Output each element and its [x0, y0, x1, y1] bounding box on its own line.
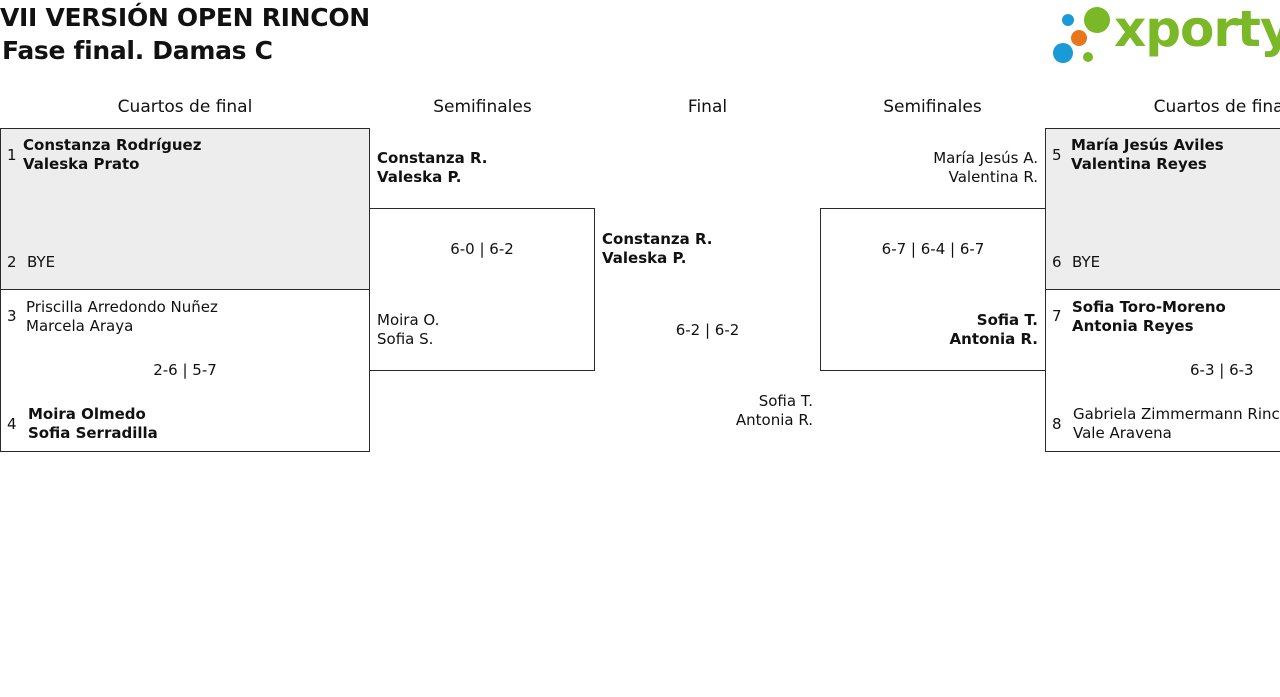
player-name: Moira Olmedo [28, 405, 146, 423]
player-name: María Jesús Aviles [1071, 136, 1224, 154]
seed-number: 4 [7, 415, 17, 433]
seed-number: 5 [1052, 146, 1062, 164]
final-score: 6-2 | 6-2 [675, 321, 740, 339]
seed-number: 7 [1052, 307, 1062, 325]
match-score: 6-7 | 6-4 | 6-7 [881, 240, 985, 258]
player-name: María Jesús A. [933, 149, 1038, 167]
right-qf-match-1[interactable] [1045, 128, 1280, 290]
left-sf-match[interactable] [369, 208, 595, 371]
match-score: 6-0 | 6-2 [450, 240, 514, 258]
logo-dots-icon [1053, 7, 1110, 63]
seed-number: 2 [7, 253, 17, 271]
player-name: Antonia R. [735, 411, 813, 429]
player-name: Valentina Reyes [1071, 155, 1207, 173]
round-header-final: Final [687, 97, 728, 117]
left-qf-match-1[interactable] [0, 128, 370, 290]
player-name: Sofia S. [377, 330, 434, 348]
player-name: Gabriela Zimmermann Rinc [1073, 405, 1280, 423]
round-header-right-sf: Semifinales [883, 97, 982, 117]
player-name: Vale Aravena [1073, 424, 1172, 442]
player-name: Marcela Araya [26, 317, 134, 335]
page-subtitle: Fase final. Damas C [2, 36, 273, 65]
player-name: Moira O. [377, 311, 440, 329]
xporty-logo[interactable]: xporty [1052, 0, 1280, 66]
logo-text: xporty [1114, 0, 1280, 58]
player-name: Sofia T. [976, 311, 1038, 329]
player-name: Valeska P. [377, 168, 462, 186]
right-qf-match-2[interactable] [1045, 289, 1280, 452]
player-name: Priscilla Arredondo Nuñez [26, 298, 218, 316]
player-name: Constanza R. [377, 149, 488, 167]
seed-number: 3 [7, 307, 17, 325]
round-header-left-sf: Semifinales [433, 97, 532, 117]
player-name: Antonia Reyes [1072, 317, 1194, 335]
player-name: Constanza Rodríguez [23, 136, 202, 154]
player-name: Antonia R. [949, 330, 1038, 348]
player-name: Constanza R. [602, 230, 713, 248]
seed-number: 6 [1052, 253, 1062, 271]
player-name: BYE [27, 253, 56, 271]
player-name: Valentina R. [948, 168, 1038, 186]
player-name: BYE [1072, 253, 1101, 271]
round-header-left-qf: Cuartos de final [117, 97, 253, 117]
match-score: 6-3 | 6-3 [1190, 361, 1254, 379]
match-score: 2-6 | 5-7 [153, 361, 217, 379]
player-name: Sofia Toro-Moreno [1072, 298, 1226, 316]
player-name: Valeska P. [602, 249, 687, 267]
player-name: Sofia T. [758, 392, 813, 410]
seed-number: 8 [1052, 415, 1062, 433]
player-name: Valeska Prato [23, 155, 140, 173]
seed-number: 1 [7, 146, 17, 164]
round-header-right-qf: Cuartos de final [1153, 97, 1280, 117]
page-title: VII VERSIÓN OPEN RINCON [0, 3, 370, 32]
player-name: Sofia Serradilla [28, 424, 158, 442]
